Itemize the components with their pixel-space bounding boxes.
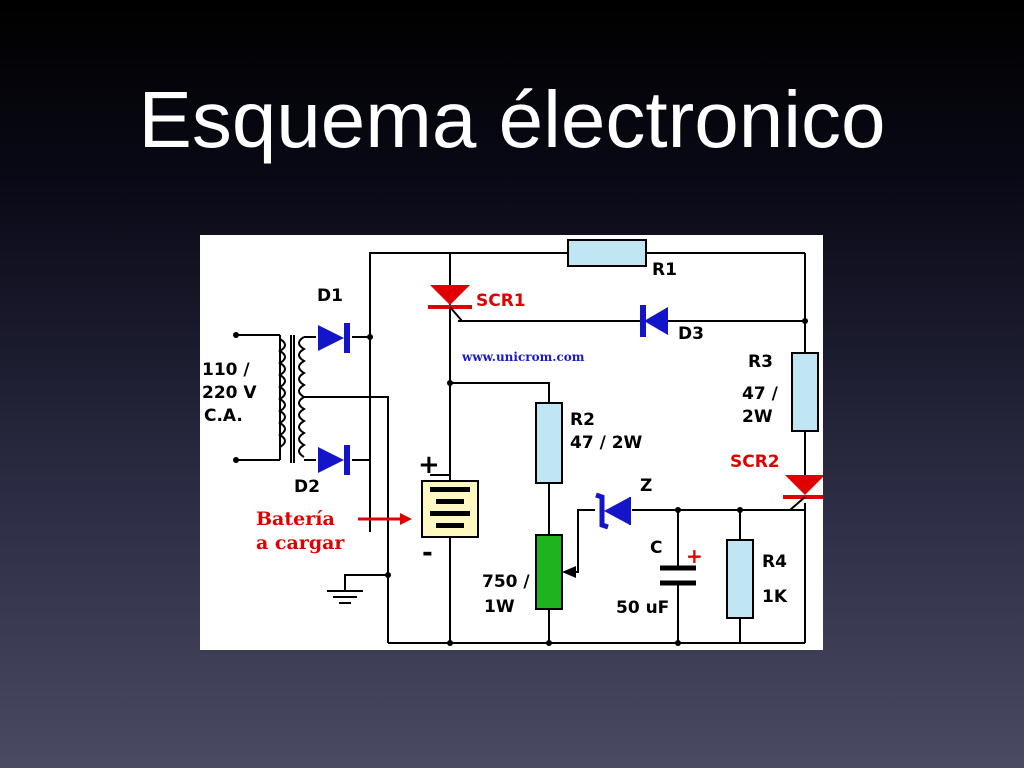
battery-label-line-1: Batería [256, 508, 335, 530]
ground-icon [327, 590, 363, 604]
junction-dots [233, 318, 808, 646]
battery-plus: + [418, 450, 440, 480]
circuit-schematic: 110 / 220 V C.A. D1 D2 D3 SCR1 SCR2 www.… [200, 235, 823, 650]
terminal-dot [233, 332, 239, 338]
label-d2: D2 [294, 477, 320, 497]
diode-d3 [640, 305, 668, 337]
junction-dot [447, 640, 453, 646]
label-r1: R1 [652, 260, 677, 280]
value-r2: 47 / 2W [570, 433, 643, 453]
wires [236, 252, 806, 644]
junction-dot [367, 334, 373, 340]
resistor-r2 [535, 402, 563, 484]
battery [421, 480, 479, 538]
label-scr2: SCR2 [730, 452, 780, 472]
label-r4: R4 [762, 552, 787, 572]
input-voltage-line-3: C.A. [204, 406, 243, 426]
capacitor-plus: + [686, 544, 703, 568]
junction-dot [546, 640, 552, 646]
thyristor-scr2 [783, 475, 823, 511]
label-scr1: SCR1 [476, 291, 526, 311]
value-r4: 1K [762, 587, 788, 607]
diode-d1 [318, 323, 350, 353]
thyristor-scr1 [428, 285, 472, 322]
label-r2: R2 [570, 410, 595, 430]
arrow-icon [358, 513, 412, 525]
diode-d2 [318, 445, 350, 475]
label-zener: Z [640, 476, 652, 496]
value-capacitor: 50 uF [616, 598, 669, 618]
label-d1: D1 [317, 286, 343, 306]
resistor-r1 [567, 239, 647, 267]
junction-dot [385, 572, 391, 578]
junction-dot [675, 640, 681, 646]
junction-dot [675, 507, 681, 513]
schematic-svg: 110 / 220 V C.A. D1 D2 D3 SCR1 SCR2 www.… [202, 239, 823, 646]
label-d3: D3 [678, 324, 704, 344]
battery-label-line-2: a cargar [256, 532, 345, 554]
slide-title: Esquema électronico [138, 75, 886, 164]
source-url: www.unicrom.com [461, 350, 585, 364]
value-r3-line-2: 2W [742, 407, 773, 427]
zener-diode-z [595, 492, 631, 530]
junction-dot [447, 380, 453, 386]
potentiometer [535, 534, 576, 610]
transformer [278, 335, 306, 463]
label-r3: R3 [748, 352, 773, 372]
pot-value-line-1: 750 / [482, 572, 530, 592]
capacitor-c [660, 565, 696, 586]
input-voltage-line-1: 110 / [202, 360, 250, 380]
input-voltage-line-2: 220 V [202, 383, 257, 403]
junction-dot [802, 318, 808, 324]
pot-value-line-2: 1W [484, 597, 515, 617]
resistor-r3 [791, 352, 819, 432]
value-r3-line-1: 47 / [742, 384, 779, 404]
junction-dot [737, 507, 743, 513]
battery-minus: - [422, 538, 433, 568]
resistor-r4 [726, 539, 754, 619]
terminal-dot [233, 457, 239, 463]
label-capacitor: C [650, 538, 662, 558]
